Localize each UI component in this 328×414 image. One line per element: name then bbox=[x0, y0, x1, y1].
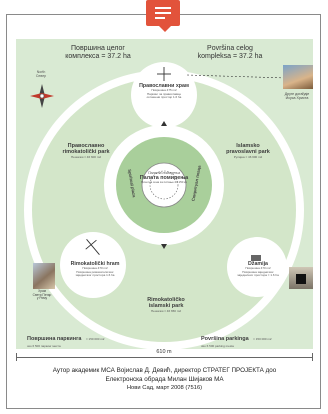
islamic-park-title1: Islamsko bbox=[236, 143, 260, 149]
mosque-note3: заједничког простора = 1.6 ha bbox=[237, 272, 279, 277]
islamic-park-title2: pravoslavni park bbox=[226, 149, 270, 156]
header-left-line1: Површина целог bbox=[71, 45, 125, 52]
orthodox-church-circle bbox=[131, 62, 197, 128]
parking-left-title: Површина паркинга bbox=[27, 336, 82, 342]
footer-line3: Нови Сад, март 2008 (7516) bbox=[126, 385, 203, 391]
scale-label: 610 m bbox=[144, 349, 184, 356]
st-peter-caption-line3: у Риму bbox=[36, 296, 48, 301]
palace-block: Палата помирења Палата помирења Почетна … bbox=[129, 171, 199, 185]
palace-note: Почетна зона за питање 20 150 кв bbox=[141, 180, 187, 185]
orthodox-church-block: Православни храм Површина 475 m2 Паркинг… bbox=[127, 83, 201, 99]
compass-icon bbox=[30, 84, 54, 108]
catholic-church-note1: Површина 470 m2 bbox=[82, 266, 108, 271]
catholic-islamic-park-title2: islamski park bbox=[148, 303, 184, 310]
header-left-line2: комплекса = 37.2 ha bbox=[65, 53, 131, 61]
scale-tick-left bbox=[16, 353, 17, 361]
palace-line1: Палата помирења bbox=[148, 171, 180, 175]
catholic-islamic-park-note: Пешачки = 46 650 m2 bbox=[151, 308, 181, 313]
footer-line2: Електронска обрада Милан Шијаков МА bbox=[105, 376, 224, 383]
catholic-church-title: Rimokatolički hram bbox=[70, 261, 120, 267]
site-diagram bbox=[24, 62, 304, 350]
st-peter-caption-line2: Свети Петар bbox=[32, 292, 52, 297]
orthodox-church-note3: оглашени простор 1.6 ha bbox=[146, 94, 182, 99]
reconciliation-palace bbox=[141, 162, 187, 208]
parking-left-note: око 6 500 паркинг места bbox=[27, 344, 61, 349]
parking-right-title: Površina parkinga bbox=[201, 336, 249, 342]
header-left: Површина целог комплекса = 37.2 ha bbox=[53, 45, 143, 61]
palace-line2: Палата помирења bbox=[139, 175, 189, 182]
parking-right-area: = 150 000 m2 bbox=[253, 337, 272, 341]
catholic-church-circle bbox=[60, 232, 126, 298]
mosque-note1: Површина 470 m2 bbox=[245, 266, 271, 271]
chat-icon[interactable] bbox=[146, 0, 180, 32]
pilgrimage-caption-line2: Исуса Христа bbox=[285, 96, 309, 101]
catholic-park-block: Православно rimokatolički park Пешачки =… bbox=[51, 143, 121, 159]
orthodox-church-note1: Површина 475 m2 bbox=[151, 88, 177, 93]
plan-sheet: Површина целог комплекса = 37.2 ha Površ… bbox=[6, 14, 321, 409]
catholic-church-block: Rimokatolički hram Површина 470 m2 Површ… bbox=[59, 261, 131, 277]
kaaba-icon bbox=[296, 274, 306, 284]
scale-bar bbox=[16, 357, 313, 358]
islamic-park-note: Рулајна = 46 600 m2 bbox=[233, 154, 263, 159]
header-right-line1: Površina celog bbox=[207, 45, 253, 52]
catholic-islamic-park-title1: Rimokatoličko bbox=[147, 297, 185, 303]
footer-line1: Аутор академик МСА Војислав Д. Девић, ди… bbox=[52, 367, 277, 374]
north-arrow bbox=[161, 121, 167, 126]
catholic-park-title1: Православно bbox=[67, 143, 105, 149]
catholic-church-note2: Површина римокатоличког bbox=[76, 269, 114, 274]
parking-left-area: = 150 000 m2 bbox=[85, 337, 105, 341]
mosque-circle bbox=[227, 237, 287, 297]
palace-dome bbox=[149, 170, 179, 200]
catholic-church-note3: заједничког простора 1.6 ha bbox=[75, 272, 115, 277]
scale-tick-right bbox=[312, 353, 313, 361]
catholic-park-note: Пешачки = 46 600 m2 bbox=[71, 154, 101, 159]
pilgrimage-caption-line1: Друге догађаје bbox=[284, 92, 310, 96]
south-arrow bbox=[161, 244, 167, 249]
mosque-block: Džamija Површина 470 m2 Површина заједни… bbox=[229, 261, 287, 277]
catholic-park-title2: rimokatolički park bbox=[62, 149, 110, 156]
photo-pilgrimage bbox=[283, 65, 313, 89]
parking-right: Površina parkinga = 150 000 m2 oko 6 500… bbox=[201, 327, 311, 349]
st-peter-caption-line1: Храм bbox=[38, 289, 46, 293]
header-right-line2: kompleksa = 37.2 ha bbox=[197, 53, 263, 61]
pilgrimage-caption: Друге догађаје Исуса Христа bbox=[275, 92, 319, 100]
catholic-islamic-park-block: Rimokatoličko islamski park Пешачки = 46… bbox=[131, 297, 201, 313]
st-peter-caption: Храм Свети Петар у Риму bbox=[21, 289, 63, 301]
orthodox-cross-icon bbox=[157, 67, 171, 81]
orthodox-church-note2: Паркинг за православце bbox=[147, 91, 181, 96]
orthodox-church-title: Православни храм bbox=[139, 83, 189, 89]
islamic-park-block: Islamsko pravoslavni park Рулајна = 46 6… bbox=[213, 143, 283, 159]
parking-left: Површина паркинга = 150 000 m2 око 6 500… bbox=[27, 327, 137, 349]
photo-st-peter bbox=[33, 263, 55, 289]
pilgrimage-link bbox=[186, 74, 288, 79]
mosque-icon bbox=[251, 255, 261, 261]
mosque-note2: Површина заједничког bbox=[242, 269, 274, 274]
parking-right-note: oko 6 500 parking mesta bbox=[201, 344, 234, 349]
compass-line2: Север bbox=[35, 74, 47, 79]
compass-line1: North bbox=[36, 70, 46, 74]
mosque-title: Džamija bbox=[247, 261, 269, 267]
header-right: Površina celog kompleksa = 37.2 ha bbox=[185, 45, 275, 61]
catholic-cross-icon bbox=[85, 239, 100, 255]
compass-label: North Север bbox=[28, 70, 54, 78]
